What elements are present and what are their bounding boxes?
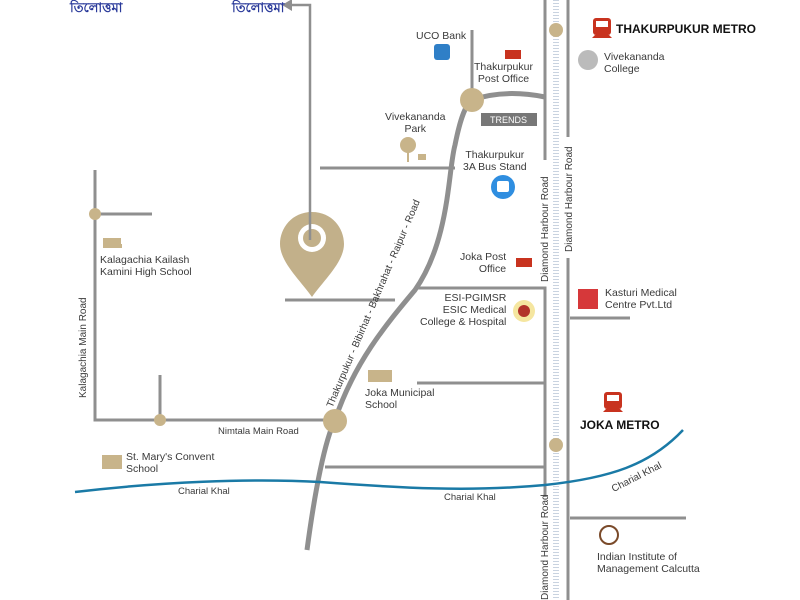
bengali-label: তিলোত্তমা: [70, 0, 123, 15]
label-line: Centre Pvt.Ltd: [605, 299, 673, 311]
label-line: Thakurpukur: [474, 61, 533, 73]
uco-bank-label[interactable]: UCO Bank: [416, 30, 467, 42]
joka-metro-label[interactable]: JOKA METRO: [580, 418, 660, 432]
metro-dot: [549, 438, 563, 452]
college-emblem-icon: [578, 50, 598, 70]
label-line: College & Hospital: [420, 316, 507, 328]
label-line: ESIC Medical: [442, 304, 507, 316]
label-line: Management Calcutta: [597, 563, 700, 575]
label-line: Indian Institute of: [597, 551, 677, 563]
label-line: 3A Bus Stand: [463, 161, 527, 173]
junction-dot: [323, 409, 347, 433]
river-label: Charial Khal: [444, 492, 496, 503]
diamond-harbour-road-label: Diamond Harbour Road: [564, 146, 575, 252]
label-line: Kasturi Medical: [605, 287, 677, 299]
label-line: Thakurpukur: [465, 149, 525, 161]
junction-dot: [154, 414, 166, 426]
label-line: Kamini High School: [100, 266, 192, 278]
metro-dot: [549, 23, 563, 37]
charial-khal-river: [74, 429, 684, 494]
thakurpukur-metro-label[interactable]: THAKURPUKUR METRO: [616, 22, 756, 36]
label-line: Post Office: [477, 73, 530, 85]
metro-train-icon: [592, 18, 623, 412]
diamond-harbour-road-label: Diamond Harbour Road: [540, 494, 551, 600]
road-spur: [415, 286, 547, 497]
junction-dot: [89, 208, 101, 220]
medical-cross-icon: [578, 289, 598, 309]
label-line: St. Mary's Convent: [126, 451, 215, 463]
junction-dot: [460, 88, 484, 112]
school-icon: [102, 455, 122, 469]
post-icon: [505, 50, 521, 59]
location-pin-icon: [280, 212, 344, 297]
label-line: Joka Post: [460, 251, 507, 263]
pin-arrow-line: [292, 3, 312, 240]
nimtala-road-label: Nimtala Main Road: [218, 426, 299, 437]
label-line: Office: [478, 263, 507, 275]
label-line: Park: [404, 123, 427, 135]
bengali-label: তিলোত্তমা: [232, 0, 285, 15]
kalagachia-road-label: Kalagachia Main Road: [78, 297, 89, 398]
school-icon: [103, 238, 122, 248]
iim-emblem-icon: [599, 525, 619, 545]
park-icon: [400, 137, 426, 162]
bank-icon: [434, 44, 450, 60]
river-label: Charial Khal: [178, 486, 230, 497]
diamond-harbour-road-label: Diamond Harbour Road: [540, 176, 551, 282]
label-line: Kalagachia Kailash: [100, 254, 190, 266]
label-line: Vivekananda: [385, 111, 446, 123]
label-line: College: [604, 63, 640, 75]
label-line: School: [126, 463, 159, 475]
label-line: Joka Municipal: [365, 387, 435, 399]
arrow-head-icon: [282, 0, 292, 11]
label-line: School: [365, 399, 398, 411]
label-line: ESI-PGIMSR: [444, 292, 507, 304]
kalagachia-main-road: [93, 170, 335, 422]
trends-logo: [481, 113, 537, 126]
trends-label[interactable]: TRENDS: [490, 115, 528, 125]
label-line: Vivekananda: [604, 51, 665, 63]
school-icon: [368, 370, 392, 382]
post-icon: [516, 258, 532, 267]
